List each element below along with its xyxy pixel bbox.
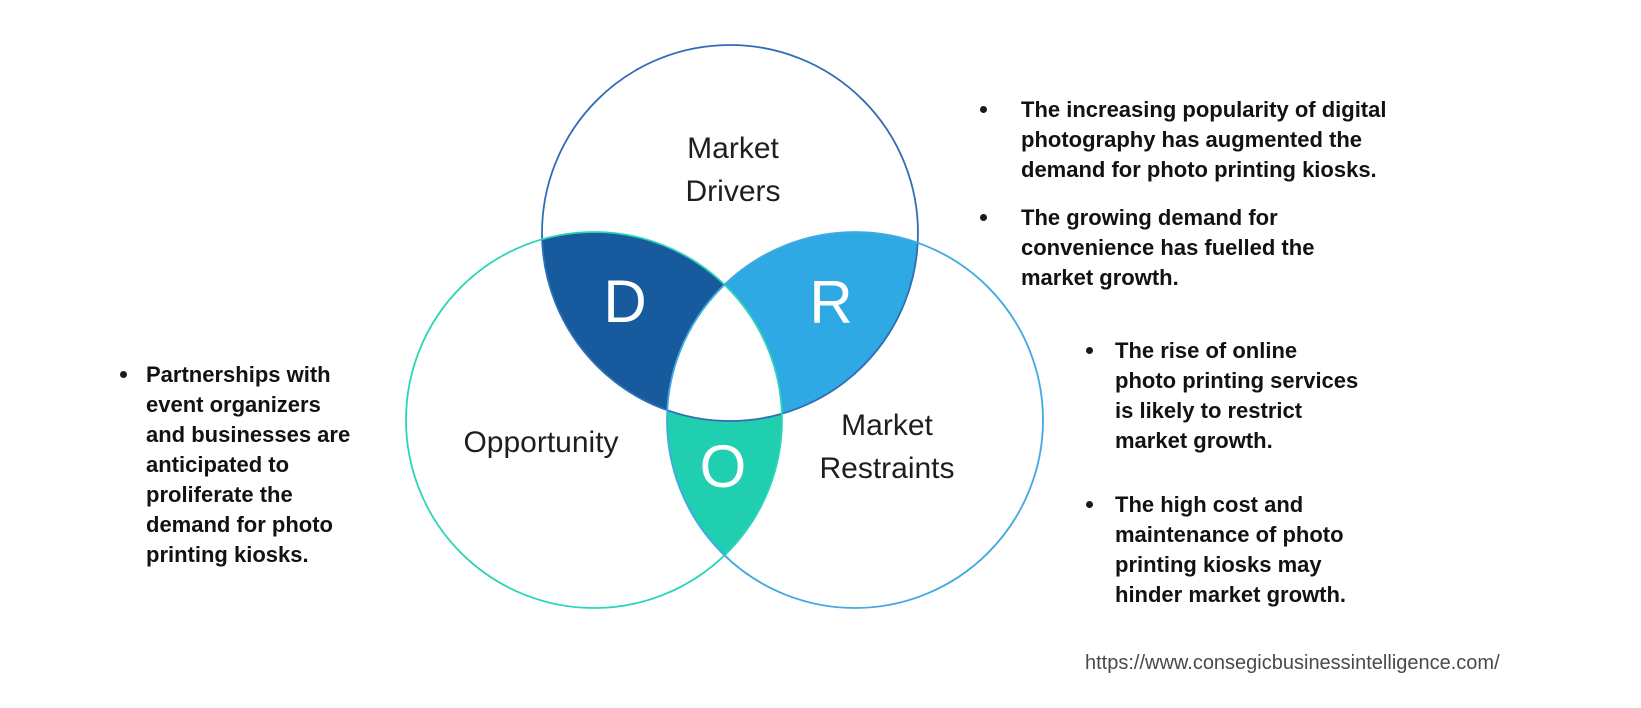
restraints-label: Market Restraints	[819, 409, 955, 485]
restraint-note-text: The rise of online photo printing servic…	[1115, 338, 1359, 453]
driver-note-text: The growing demand for convenience has f…	[1021, 205, 1315, 290]
restraint-note-text: The high cost and maintenance of photo p…	[1115, 492, 1347, 607]
bullet-dot-icon	[1086, 347, 1093, 354]
opportunity-label: Opportunity	[463, 426, 619, 459]
opportunity-circle-outline	[405, 231, 783, 609]
driver-notes: The increasing popularity of digital pho…	[980, 95, 1430, 311]
list-item: Partnerships with event organizers and b…	[120, 360, 400, 570]
bullet-dot-icon	[120, 371, 127, 378]
bullet-dot-icon	[980, 214, 987, 221]
drivers-circle-outline	[541, 44, 919, 422]
bullet-dot-icon	[1086, 501, 1093, 508]
bullet-dot-icon	[980, 106, 987, 113]
list-item: The increasing popularity of digital pho…	[980, 95, 1430, 185]
restraint-notes: The rise of online photo printing servic…	[1086, 336, 1426, 644]
list-item: The high cost and maintenance of photo p…	[1086, 490, 1426, 610]
restraints-circle-outline	[666, 231, 1044, 609]
opportunity-notes: Partnerships with event organizers and b…	[120, 360, 400, 570]
list-item: The growing demand for convenience has f…	[980, 203, 1430, 293]
opportunity-letter: O	[699, 433, 747, 500]
drivers-letter: D	[603, 268, 647, 335]
driver-note-text: The increasing popularity of digital pho…	[1021, 97, 1387, 182]
drivers-label: Market Drivers	[685, 132, 781, 208]
restraints-letter: R	[809, 269, 853, 336]
source-url: https://www.consegicbusinessintelligence…	[1085, 652, 1500, 674]
opportunity-note-text: Partnerships with event organizers and b…	[146, 362, 351, 567]
list-item: The rise of online photo printing servic…	[1086, 336, 1426, 456]
